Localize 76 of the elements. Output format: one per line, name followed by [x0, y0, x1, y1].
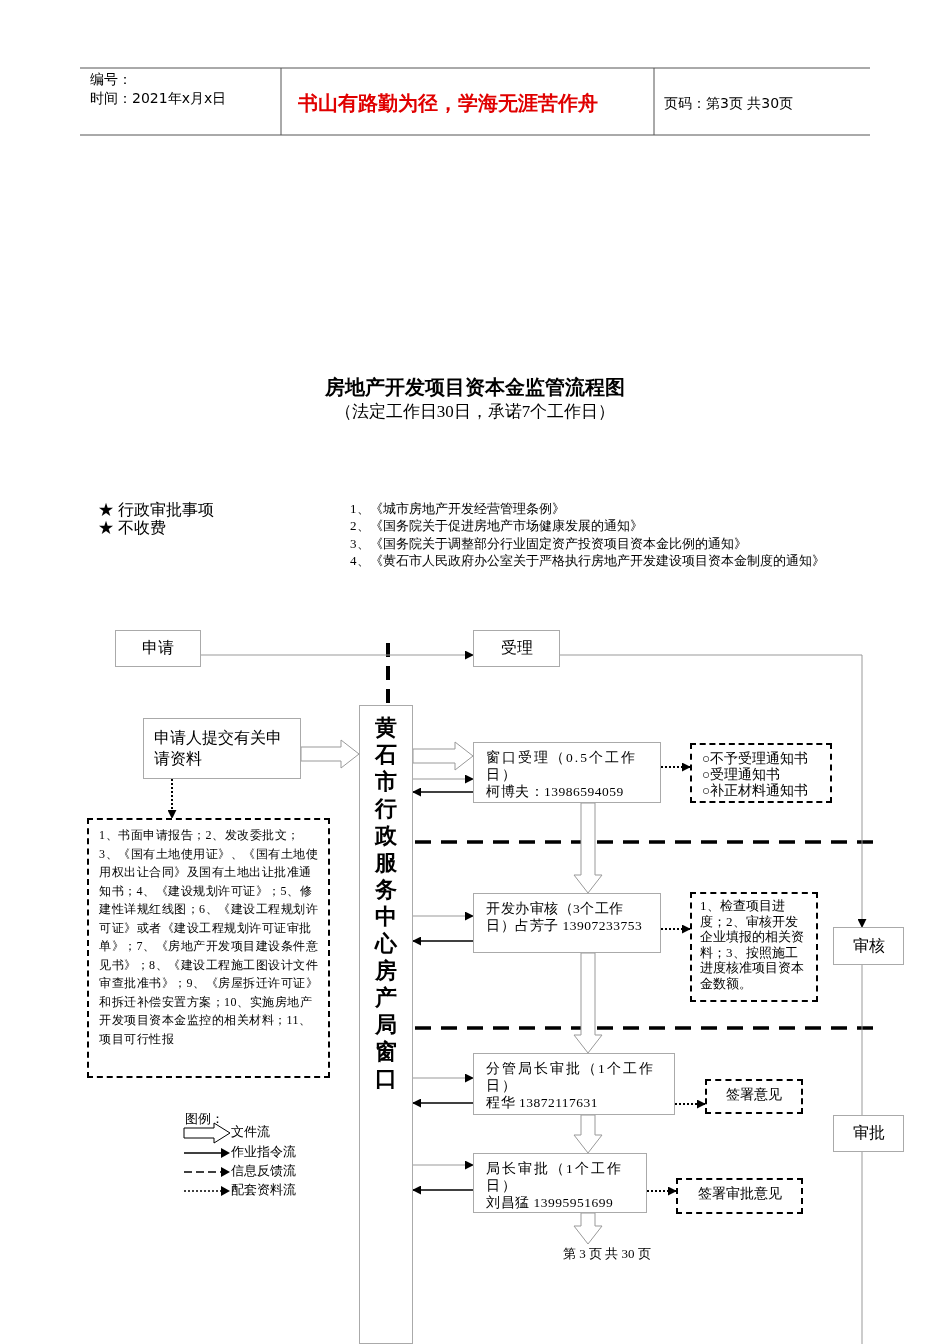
window-column	[359, 705, 413, 1344]
process-box	[473, 630, 560, 667]
block-arrow	[573, 952, 603, 1054]
document-box	[690, 743, 832, 803]
legend-title: 图例：	[185, 1111, 225, 1128]
process-box	[473, 893, 661, 953]
box-text: 签署审批意见	[696, 1186, 783, 1202]
regulation-text: 4、《黄石市人民政府办公室关于严格执行房地产开发建设项目资本金制度的通知》	[350, 553, 826, 570]
process-box	[143, 718, 301, 779]
block-arrow	[300, 739, 360, 769]
arrow	[200, 650, 474, 660]
footer-text: 第 3 页 共 30 页	[563, 1246, 652, 1263]
legend-label: 文件流	[231, 1124, 271, 1141]
diagram-title: 房地产开发项目资本金监管流程图	[324, 374, 626, 400]
box-label: 申请人提交有关申请资料	[153, 727, 283, 769]
document-box	[676, 1178, 803, 1214]
box-text: 1、检查项目进度；2、审核开发企业填报的相关资料；3、按照施工进度核准项目资本金数额。	[700, 898, 805, 991]
box-text: 程华 13872117631	[486, 1094, 600, 1111]
box-text: 分管局长审批（1个工作日）	[486, 1060, 656, 1094]
process-box	[473, 1153, 647, 1213]
box-text: 局长审批（1个工作日）	[486, 1160, 624, 1194]
regulation-text: 3、《国务院关于调整部分行业固定资产投资项目资本金比例的通知》	[350, 536, 748, 553]
block-arrow	[573, 1114, 603, 1154]
legend-label: 配套资料流	[231, 1182, 297, 1199]
arrow	[674, 1099, 706, 1109]
legend-label: 作业指令流	[231, 1144, 297, 1161]
note-text: ★ 不收费	[98, 518, 167, 538]
block-arrow	[573, 1212, 603, 1245]
block-arrow	[573, 802, 603, 894]
box-text: 柯博夫：13986594059	[486, 783, 625, 800]
arrow	[412, 911, 474, 921]
header-text: 编号：	[90, 70, 133, 89]
box-label: 审核	[852, 935, 885, 956]
connector-line	[861, 1151, 863, 1344]
arrow	[412, 787, 474, 797]
process-box	[473, 742, 661, 803]
note-text: ★ 行政审批事项	[98, 500, 215, 520]
process-box	[833, 927, 904, 965]
arrow	[412, 1185, 474, 1195]
block-arrow	[412, 741, 474, 771]
document-box	[87, 818, 330, 1078]
box-text: 窗口受理（0.5个工作日）	[486, 749, 638, 783]
process-box	[473, 1053, 675, 1115]
box-text: ○受理通知书	[702, 767, 782, 783]
arrow	[559, 654, 867, 928]
connector-line	[861, 964, 863, 1116]
motto-text: 书山有路勤为径，学海无涯苦作舟	[298, 90, 599, 116]
regulation-text: 1、《城市房地产开发经营管理条例》	[350, 501, 566, 518]
box-text: 1、书面申请报告；2、发改委批文；3、《国有土地使用证》、《国有土地使用权出让合同》及国有土地出让批准通知书；4、《建设规划许可证》；5、修建性详规红线图；6、《建设工程规划许可证》或者《建设工程规划许可证审批单》；7、《房地产开发项目建设条件意见书》；8、《建设工程施工图设计文件审查批准书》；9、《房屋拆迁许可证》和拆迁补偿安置方案；10、实施房地产开发项目资本金监控的相关材料；11、项目可行性报	[99, 827, 318, 1048]
arrow	[660, 762, 691, 772]
box-text: 签署意见	[725, 1087, 783, 1103]
process-box	[115, 630, 201, 667]
arrow	[646, 1186, 677, 1196]
header-text: 时间：2021年x月x日	[90, 89, 228, 108]
box-label: 受理	[500, 638, 533, 658]
arrow	[412, 774, 474, 784]
box-text: ○补正材料通知书	[702, 783, 810, 799]
box-text: 刘昌猛 13995951699	[486, 1194, 615, 1211]
subtitle: （法定工作日30日，承诺7个工作日）	[333, 401, 617, 423]
arrow	[660, 924, 691, 934]
box-text: 开发办审核（3个工作日）占芳子 13907233753	[486, 900, 644, 934]
arrow	[167, 778, 177, 819]
box-text: ○不予受理通知书	[702, 751, 810, 767]
arrow	[412, 1098, 474, 1108]
legend-label: 信息反馈流	[231, 1163, 297, 1180]
regulation-text: 2、《国务院关于促进房地产市场健康发展的通知》	[350, 518, 644, 535]
document-box	[705, 1079, 803, 1114]
arrow	[412, 936, 474, 946]
page-number-text: 页码：第3页 共30页	[664, 94, 795, 113]
arrow	[412, 1073, 474, 1083]
process-box	[833, 1115, 904, 1152]
document-box	[690, 892, 818, 1002]
box-label: 审批	[852, 1123, 885, 1143]
box-label: 黄石市行政服务中心房产局窗口	[374, 714, 398, 1093]
box-label: 申请	[142, 638, 174, 658]
arrow	[412, 1160, 474, 1170]
